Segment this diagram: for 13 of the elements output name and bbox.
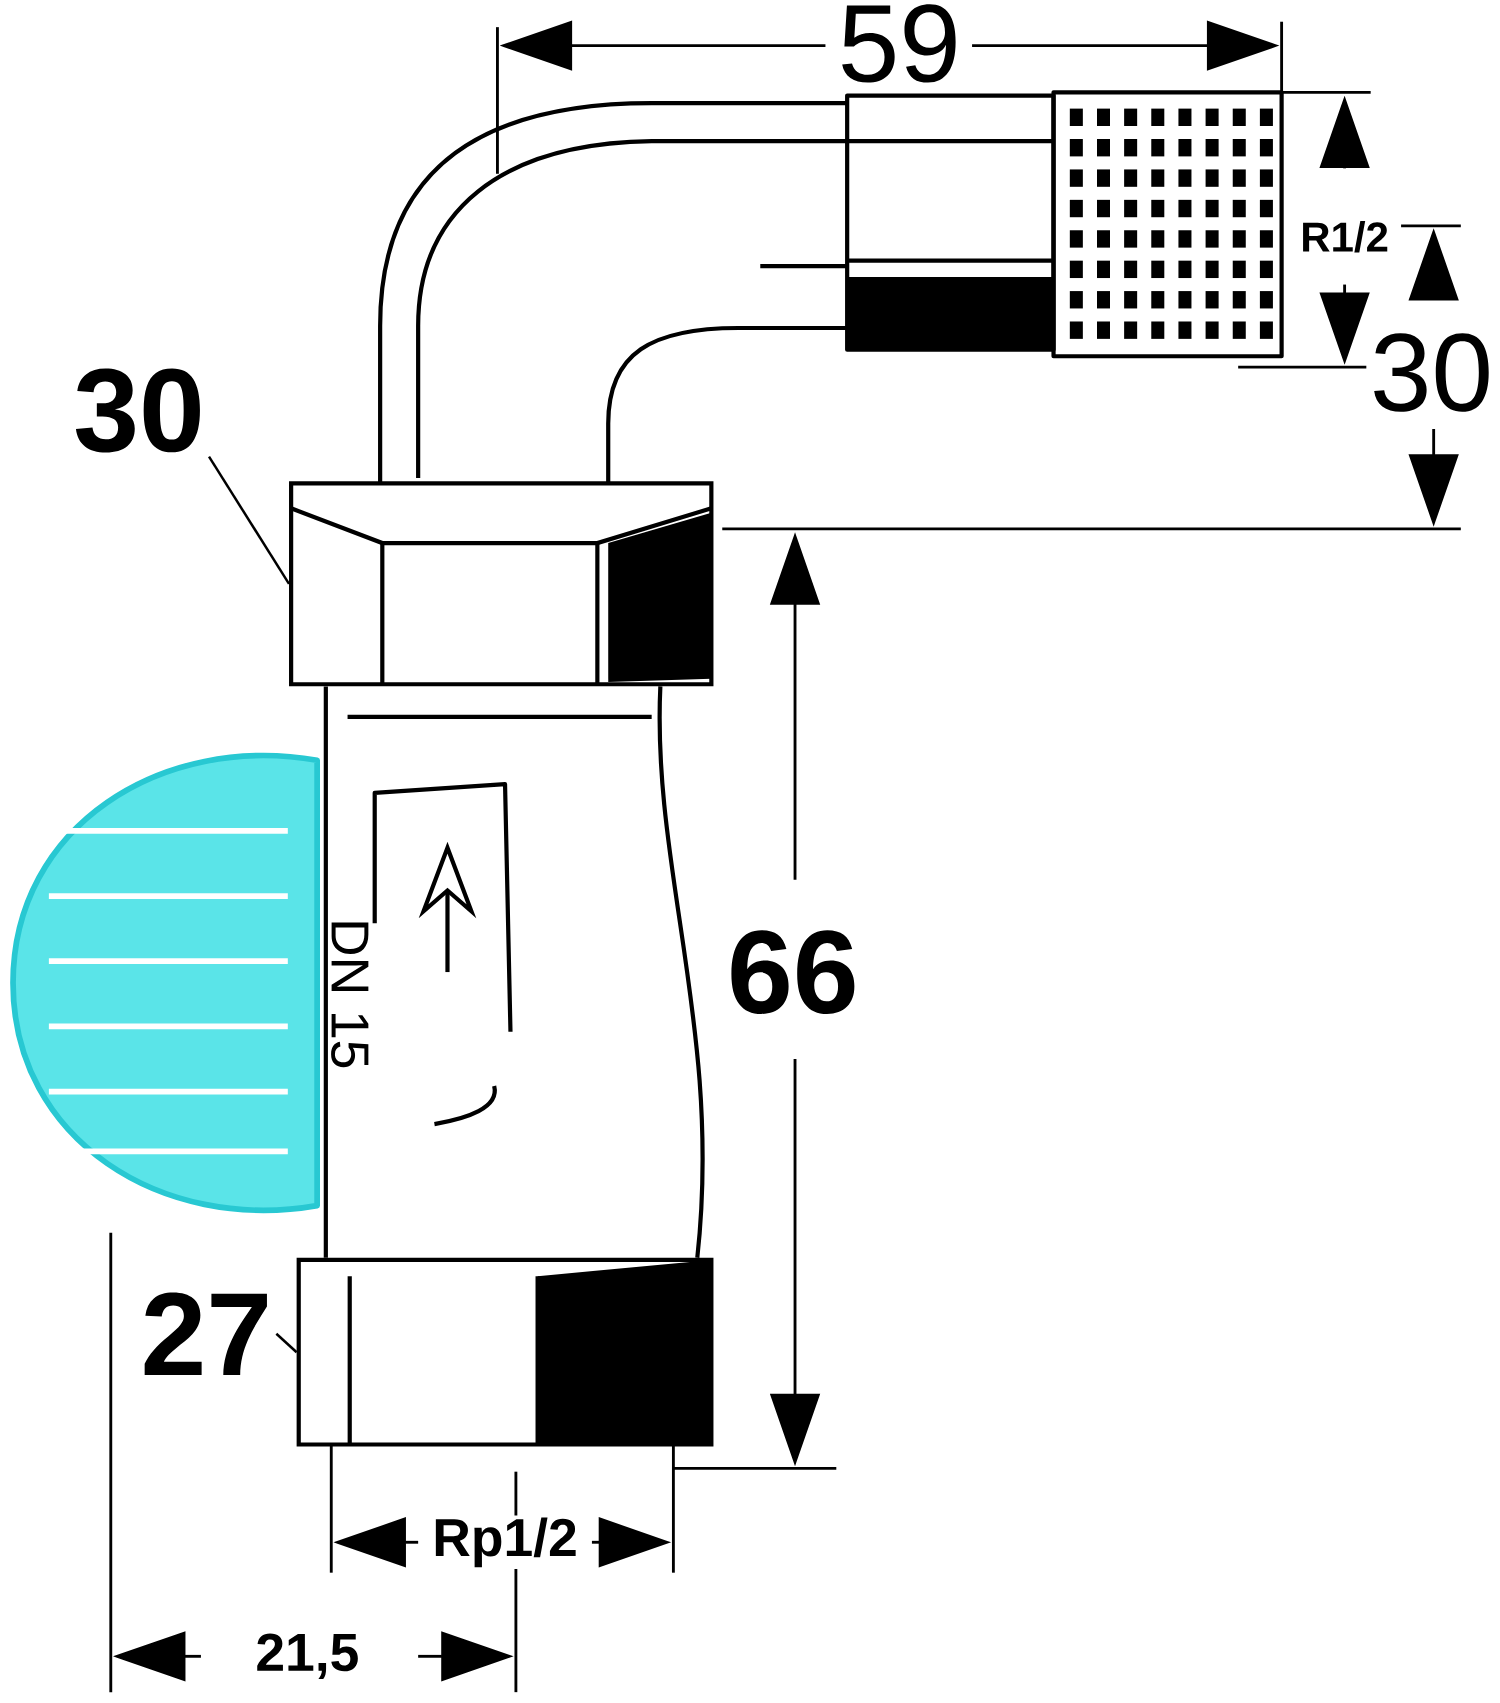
dimension-value: R1/2 (1298, 219, 1391, 255)
leader-line (275, 1332, 298, 1354)
callout-number: 30 (76, 368, 200, 453)
dimension-value: 66 (725, 928, 861, 1016)
dimension-value: 59 (835, 2, 963, 85)
union-nut (289, 481, 714, 687)
dimension-value: 21,5 (253, 1631, 362, 1681)
dimension-value: 30 (1368, 331, 1495, 414)
body-marking: DN 15 (329, 916, 371, 1072)
union-nut (296, 1257, 714, 1447)
callout-number: 27 (144, 1292, 267, 1376)
dimension-value: Rp1/2 (430, 1515, 580, 1570)
leader-line (208, 456, 291, 585)
